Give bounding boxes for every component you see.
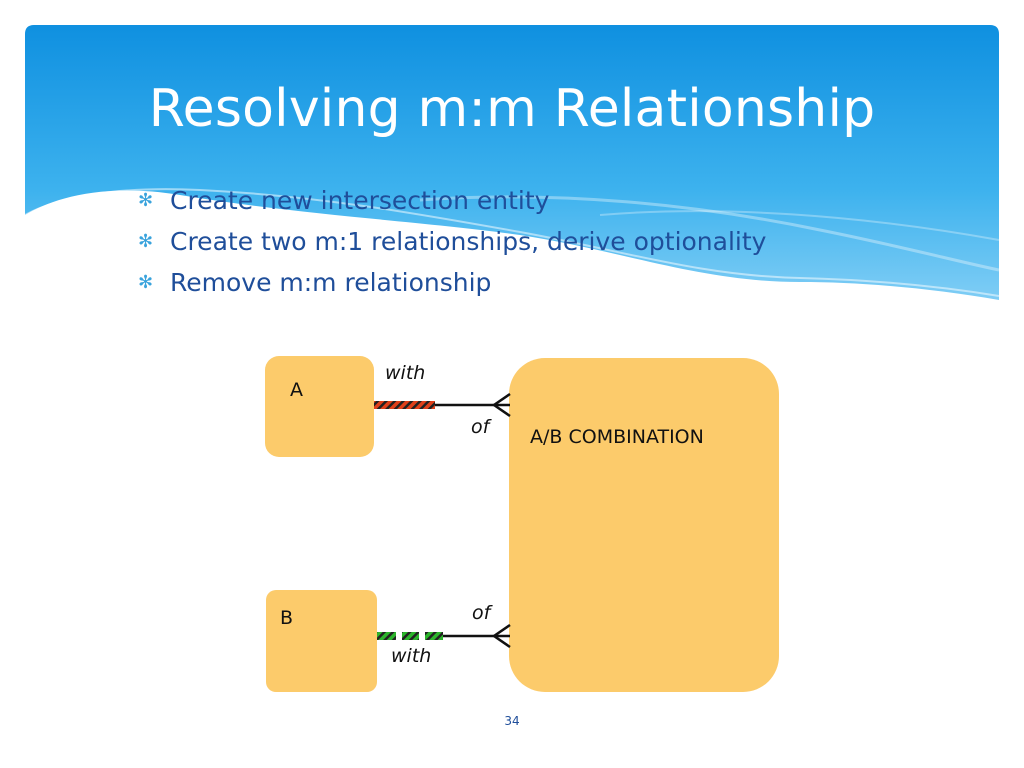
rel-label-a-of: of [471, 416, 490, 438]
optional-dash-b-3 [425, 632, 443, 640]
rel-label-b-of: of [472, 602, 491, 624]
relationship-a [374, 392, 511, 418]
rel-label-b-with: with [391, 645, 432, 667]
entity-b [266, 590, 377, 692]
entity-a [265, 356, 374, 457]
entity-ab-combination [509, 358, 779, 692]
entity-ab-label: A/B COMBINATION [530, 426, 704, 448]
crowsfoot-b [491, 623, 511, 649]
relationship-b [377, 623, 511, 649]
asterisk-bullet-icon: ✻ [138, 231, 154, 252]
asterisk-bullet-icon: ✻ [138, 272, 154, 293]
bullet-list: ✻Create new intersection entity ✻Create … [138, 182, 766, 305]
entity-b-label: B [280, 607, 294, 629]
optional-dash-b-2 [402, 632, 419, 640]
asterisk-bullet-icon: ✻ [138, 190, 154, 211]
optional-line-a [374, 401, 435, 409]
entity-a-label: A [290, 379, 303, 401]
slide-title: Resolving m:m Relationship [148, 79, 876, 139]
bullet-item: ✻Create two m:1 relationships, derive op… [138, 223, 766, 264]
bullet-item: ✻Remove m:m relationship [138, 264, 766, 305]
page-number: 34 [504, 714, 520, 728]
bullet-item: ✻Create new intersection entity [138, 182, 766, 223]
optional-dash-b-1 [377, 632, 396, 640]
crowsfoot-a [491, 392, 511, 418]
rel-label-a-with: with [385, 362, 426, 384]
